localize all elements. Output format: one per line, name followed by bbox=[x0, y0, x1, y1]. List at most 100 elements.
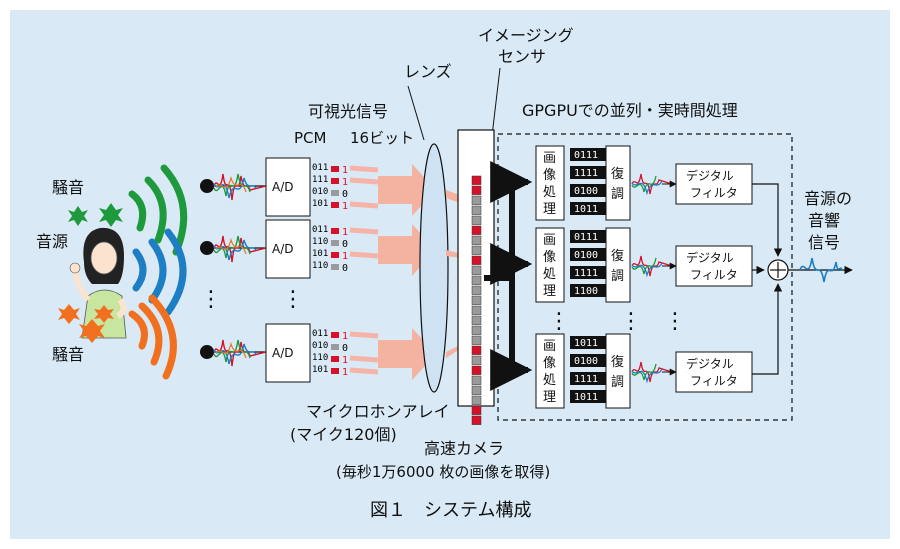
noise-label-top: 騒音 bbox=[52, 178, 84, 197]
noise-icon-top bbox=[68, 203, 123, 227]
sensor-cell bbox=[471, 385, 482, 395]
bit-code-box bbox=[570, 248, 606, 261]
demodulator-label: 調 bbox=[611, 187, 624, 202]
image-processing-box bbox=[535, 227, 565, 303]
led-icon bbox=[331, 228, 339, 270]
output-wave-icon bbox=[799, 257, 843, 283]
demodulator-box bbox=[605, 227, 631, 303]
mic-array: A/D 011 111 010 101 1 1 0 1 A/D 011 bbox=[200, 157, 379, 383]
pcm-label: PCM bbox=[294, 129, 326, 147]
sensor-cell bbox=[471, 205, 482, 215]
bit-code-text: 1100 bbox=[574, 286, 598, 297]
image-processing-label: 画 bbox=[543, 233, 556, 248]
bit-depth-label: 16ビット bbox=[350, 129, 414, 147]
bit-code-box bbox=[570, 166, 606, 179]
led-output: 1 bbox=[342, 177, 348, 188]
led-output: 1 bbox=[342, 331, 348, 342]
bit-code-box bbox=[570, 336, 606, 349]
mic-row: A/D 011 010 110 101 1 0 1 1 bbox=[200, 323, 379, 383]
sensor-cell bbox=[471, 345, 482, 355]
bit-code-text: 0100 bbox=[574, 186, 598, 197]
led-output: 0 bbox=[342, 189, 348, 200]
signal-wave-icon bbox=[631, 257, 657, 275]
bit-code-text: 0111 bbox=[574, 150, 598, 161]
demodulator-label: 復 bbox=[611, 248, 624, 264]
sensor-cell bbox=[471, 265, 482, 275]
sensor-cell bbox=[471, 315, 482, 325]
output-label-line2: 音響 bbox=[808, 211, 840, 230]
microphone-icon bbox=[200, 345, 214, 359]
digital-filter-label: デジタル bbox=[686, 250, 734, 265]
image-processing-box bbox=[535, 145, 565, 221]
demodulator-label: 復 bbox=[611, 354, 624, 370]
bit-code-text: 1011 bbox=[574, 392, 598, 403]
ad-converter bbox=[265, 323, 311, 383]
summing-node-icon bbox=[767, 259, 789, 281]
led-output: 1 bbox=[342, 355, 348, 366]
ellipsis-dots: ⋮ bbox=[200, 287, 222, 312]
demodulator-label: 調 bbox=[611, 375, 624, 390]
signal-wave-icon bbox=[631, 255, 673, 277]
led-output: 1 bbox=[342, 251, 348, 262]
sensor-cell bbox=[471, 255, 482, 265]
signal-wave-icon bbox=[631, 368, 663, 384]
bit-code: 011 bbox=[312, 225, 328, 235]
sensor-cell bbox=[471, 195, 482, 205]
processing-pipelines: 画像処理0111111101001011復調デジタルフィルタ画像処理011101… bbox=[535, 145, 753, 409]
bit-code-box bbox=[570, 148, 606, 161]
ad-converter bbox=[265, 157, 311, 217]
sensor-cell bbox=[471, 185, 482, 195]
signal-wave-icon bbox=[631, 175, 657, 193]
figure-caption: 図１ システム構成 bbox=[370, 500, 531, 521]
mic-array-label: マイクロホンアレイ bbox=[306, 402, 450, 421]
digital-filter-label: デジタル bbox=[686, 356, 734, 371]
led-icon bbox=[331, 332, 339, 374]
image-processing-label: 処 bbox=[543, 185, 556, 200]
bit-code-text: 1011 bbox=[574, 204, 598, 215]
sensor-cell bbox=[471, 335, 482, 345]
sensor-cell bbox=[471, 245, 482, 255]
bit-code-box bbox=[570, 266, 606, 279]
mic-row: A/D 011 110 101 110 1 0 1 0 bbox=[200, 219, 379, 279]
image-processing-label: 像 bbox=[543, 356, 556, 371]
bit-code: 110 bbox=[312, 261, 328, 271]
led-output: 1 bbox=[342, 165, 348, 176]
output-label-line1: 音源の bbox=[804, 189, 852, 208]
bit-code-box bbox=[570, 284, 606, 297]
signal-wave-icon bbox=[631, 180, 663, 196]
signal-wave-icon bbox=[631, 361, 673, 383]
source-label: 音源 bbox=[36, 232, 68, 251]
noise-label-bottom: 騒音 bbox=[52, 345, 84, 364]
sensor-cell bbox=[471, 235, 482, 245]
bit-code: 110 bbox=[312, 353, 328, 363]
sensor-cell bbox=[471, 375, 482, 385]
bit-code-text: 1111 bbox=[574, 374, 598, 385]
signal-wave-icon bbox=[631, 173, 673, 195]
ellipsis-dots: ⋮ bbox=[548, 309, 570, 334]
digital-filter-label: フィルタ bbox=[690, 268, 738, 282]
ad-label: A/D bbox=[272, 346, 294, 360]
mic-row: A/D 011 111 010 101 1 1 0 1 bbox=[200, 157, 379, 217]
bit-code: 111 bbox=[312, 175, 328, 185]
bit-code-box bbox=[570, 390, 606, 403]
image-sensor-array bbox=[471, 175, 482, 425]
camera-label: 高速カメラ bbox=[424, 439, 504, 458]
ad-label: A/D bbox=[272, 180, 294, 194]
signal-wave-icon bbox=[631, 363, 657, 381]
bit-code: 010 bbox=[312, 187, 328, 197]
sensor-cell bbox=[471, 275, 482, 285]
bit-code: 110 bbox=[312, 237, 328, 247]
digital-filter-label: フィルタ bbox=[690, 186, 738, 200]
signal-wave-icon bbox=[631, 262, 663, 278]
bit-code: 101 bbox=[312, 249, 328, 259]
bit-code-text: 1011 bbox=[574, 338, 598, 349]
microphone-icon bbox=[200, 179, 214, 193]
image-processing-label: 理 bbox=[543, 284, 556, 299]
bit-code-text: 1111 bbox=[574, 168, 598, 179]
sensor-cell bbox=[471, 295, 482, 305]
bit-code-box bbox=[570, 354, 606, 367]
image-processing-label: 理 bbox=[543, 202, 556, 217]
